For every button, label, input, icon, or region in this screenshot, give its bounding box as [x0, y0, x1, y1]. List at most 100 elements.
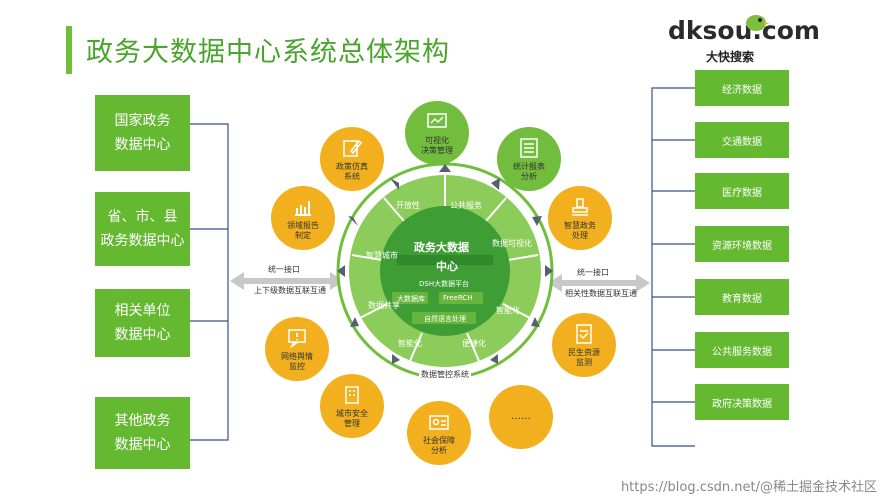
left-box-line1: 国家政务 [114, 113, 171, 129]
left-bracket [190, 123, 229, 441]
logo-name: dksou.com [668, 16, 820, 45]
node-more: …… [489, 385, 553, 449]
module-a-box [392, 292, 428, 304]
node-label-1: 统计报表 [513, 161, 545, 171]
edit-icon [343, 139, 363, 157]
module-b-box [439, 292, 483, 304]
node-label-1: 智慧政务 [564, 220, 596, 230]
node-label-2: 监控 [289, 361, 305, 371]
right-box-label: 交通数据 [722, 136, 762, 148]
ring-label-2: 公共服务 [450, 201, 482, 210]
center-title-1: 政务大数据 [414, 241, 469, 254]
node-label-1: 民生资源 [568, 347, 600, 357]
node-stat-report: 统计报表 分析 [497, 127, 561, 191]
right-box-economy: 经济数据 [695, 70, 789, 106]
module-c-box [412, 312, 476, 324]
bar-chart-icon [295, 200, 311, 216]
platform-label: DSH大数据平台 [419, 280, 470, 288]
left-box-line1: 相关单位 [114, 303, 171, 319]
building-icon [345, 385, 359, 404]
right-box-label: 公共服务数据 [712, 346, 772, 358]
left-double-arrow [230, 272, 344, 290]
right-box-gov-decision: 政府决策数据 [695, 384, 789, 420]
right-box-environment: 资源环境数据 [695, 226, 789, 262]
left-box-national: 国家政务 数据中心 [95, 95, 190, 171]
node-policy-sim: 政策仿真 系统 [320, 127, 384, 191]
left-connector-top: 统一接口 [268, 265, 300, 274]
right-connector-top: 统一接口 [577, 268, 609, 277]
logo-subtitle: 大快搜索 [706, 50, 755, 64]
ring-label-5: 便捷化 [462, 339, 486, 348]
node-domain-report: 领域报告 制定 [271, 186, 335, 250]
module-b-label: FreeRCH [443, 294, 473, 302]
right-box-label: 经济数据 [722, 84, 762, 96]
spoke-arrows [337, 164, 553, 378]
node-label-1: 城市安全 [336, 408, 368, 418]
platform-bar [397, 255, 493, 265]
left-box-related-units: 相关单位 数据中心 [95, 289, 190, 357]
right-double-arrow [548, 274, 650, 292]
ring-label-7: 数据共享 [368, 301, 400, 310]
node-label-1: 社会保障 [423, 435, 455, 445]
center-title-2: 中心 [436, 260, 458, 273]
right-box-public-service: 公共服务数据 [695, 332, 789, 368]
node-livelihood: 民生资源 监测 [552, 313, 616, 377]
node-label-2: 系统 [344, 171, 360, 181]
right-box-label: 政府决策数据 [712, 398, 772, 410]
node-label-2: 制定 [295, 230, 311, 240]
ring-label-3: 数据可视化 [492, 239, 532, 248]
left-connector-bottom: 上下级数据互联互通 [254, 286, 326, 295]
ring-label-1: 开放性 [396, 201, 420, 210]
title-accent-bar [66, 26, 72, 74]
right-box-label: 资源环境数据 [712, 240, 772, 252]
right-box-medical: 医疗数据 [695, 173, 789, 209]
outer-ring-label: 数据管控系统 [419, 369, 471, 380]
module-c-label: 自然语言处理 [424, 315, 466, 323]
node-city-safety: 城市安全 管理 [320, 374, 384, 438]
node-label-2: 决策管理 [421, 145, 453, 155]
ring-label-6: 智能化 [398, 339, 422, 348]
stamp-icon [572, 197, 588, 216]
page-title: 政务大数据中心系统总体架构 [86, 37, 450, 68]
left-box-other: 其他政务 数据中心 [95, 397, 190, 469]
ring-label-8: 智慧城市 [366, 251, 398, 260]
node-label-1: 政策仿真 [336, 161, 368, 171]
node-label-2: 分析 [431, 445, 447, 455]
node-label-1: 可视化 [425, 135, 449, 145]
node-smart-affairs: 智慧政务 处理 [548, 186, 612, 250]
node-social-security: 社会保障 分析 [407, 401, 471, 465]
node-label-1: 网络舆情 [281, 351, 313, 361]
node-visual-decision: 可视化 决策管理 [405, 101, 469, 165]
node-label-2: 管理 [344, 418, 360, 428]
segment-dividers [351, 175, 539, 362]
document-check-icon [576, 323, 592, 344]
left-box-line2: 数据中心 [114, 327, 171, 343]
node-label-2: 监测 [576, 357, 592, 367]
left-box-line1: 省、市、县 [107, 209, 178, 225]
left-box-line1: 其他政务 [114, 413, 171, 429]
right-connector-bottom: 相关性数据互联互通 [565, 289, 637, 298]
ring-label-4: 智能化 [496, 306, 520, 315]
left-box-provincial: 省、市、县 政务数据中心 [95, 192, 190, 266]
left-box-line2: 政务数据中心 [100, 233, 185, 249]
right-box-label: 教育数据 [722, 293, 762, 305]
right-box-education: 教育数据 [695, 279, 789, 315]
module-a-label: 大数据库 [397, 295, 425, 303]
node-label-2: 处理 [572, 230, 588, 240]
alert-chat-icon [288, 328, 306, 348]
list-icon [520, 137, 538, 158]
bird-logo-icon [746, 15, 770, 31]
node-label-1: …… [511, 411, 531, 422]
right-bracket [651, 87, 695, 447]
left-box-line2: 数据中心 [114, 137, 171, 153]
right-box-traffic: 交通数据 [695, 122, 789, 158]
left-box-line2: 数据中心 [114, 437, 171, 453]
watermark: https://blog.csdn.net/@稀土掘金技术社区 [616, 475, 881, 496]
node-label-1: 领域报告 [287, 220, 319, 230]
node-label-2: 分析 [521, 171, 537, 181]
eye-chart-icon [427, 112, 447, 128]
node-public-opinion: 网络舆情 监控 [265, 317, 329, 381]
right-box-label: 医疗数据 [722, 187, 762, 199]
id-card-icon [429, 414, 449, 430]
